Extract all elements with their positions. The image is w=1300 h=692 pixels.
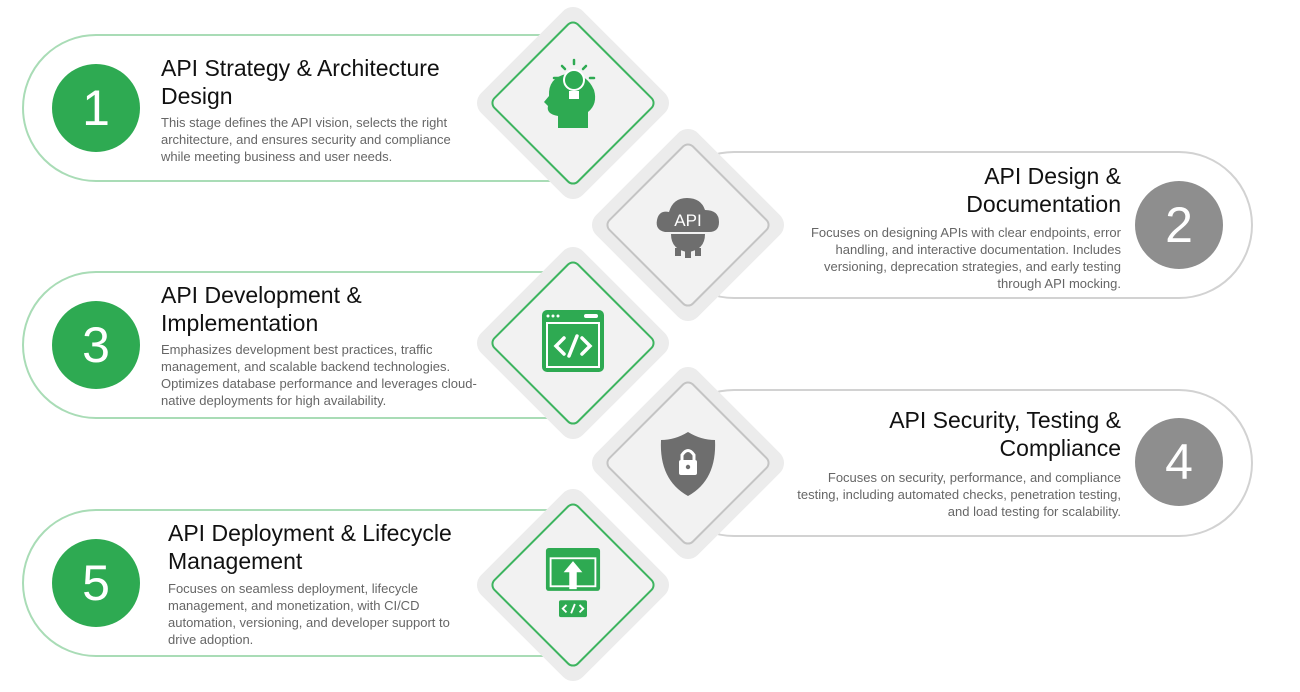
step-2-number: 2	[1135, 181, 1223, 269]
step-2-description: Focuses on designing APIs with clear end…	[810, 225, 1121, 291]
step-3-number: 3	[52, 301, 140, 389]
step-5-title: API Deployment & Lifecycle Management	[168, 520, 452, 574]
step-4-number: 4	[1135, 418, 1223, 506]
code-window-icon	[542, 310, 604, 372]
step-5-number: 5	[52, 539, 140, 627]
head-lightbulb-icon	[544, 58, 596, 128]
deploy-upload-icon	[545, 548, 601, 618]
api-cloud-gear-icon: API	[656, 198, 719, 258]
step-3-description: Emphasizes development best practices, t…	[161, 342, 477, 408]
step-5-description: Focuses on seamless deployment, lifecycl…	[168, 581, 450, 647]
step-4-title: API Security, Testing & Compliance	[889, 407, 1121, 461]
step-4-description: Focuses on security, performance, and co…	[797, 470, 1121, 519]
step-3-title: API Development & Implementation	[161, 282, 362, 336]
step-1-title: API Strategy & Architecture Design	[161, 55, 440, 109]
step-2-title: API Design & Documentation	[966, 163, 1121, 217]
api-icon-text: API	[674, 211, 701, 230]
step-1-description: This stage defines the API vision, selec…	[161, 115, 451, 164]
shield-lock-icon	[660, 432, 716, 496]
step-1-number: 1	[52, 64, 140, 152]
